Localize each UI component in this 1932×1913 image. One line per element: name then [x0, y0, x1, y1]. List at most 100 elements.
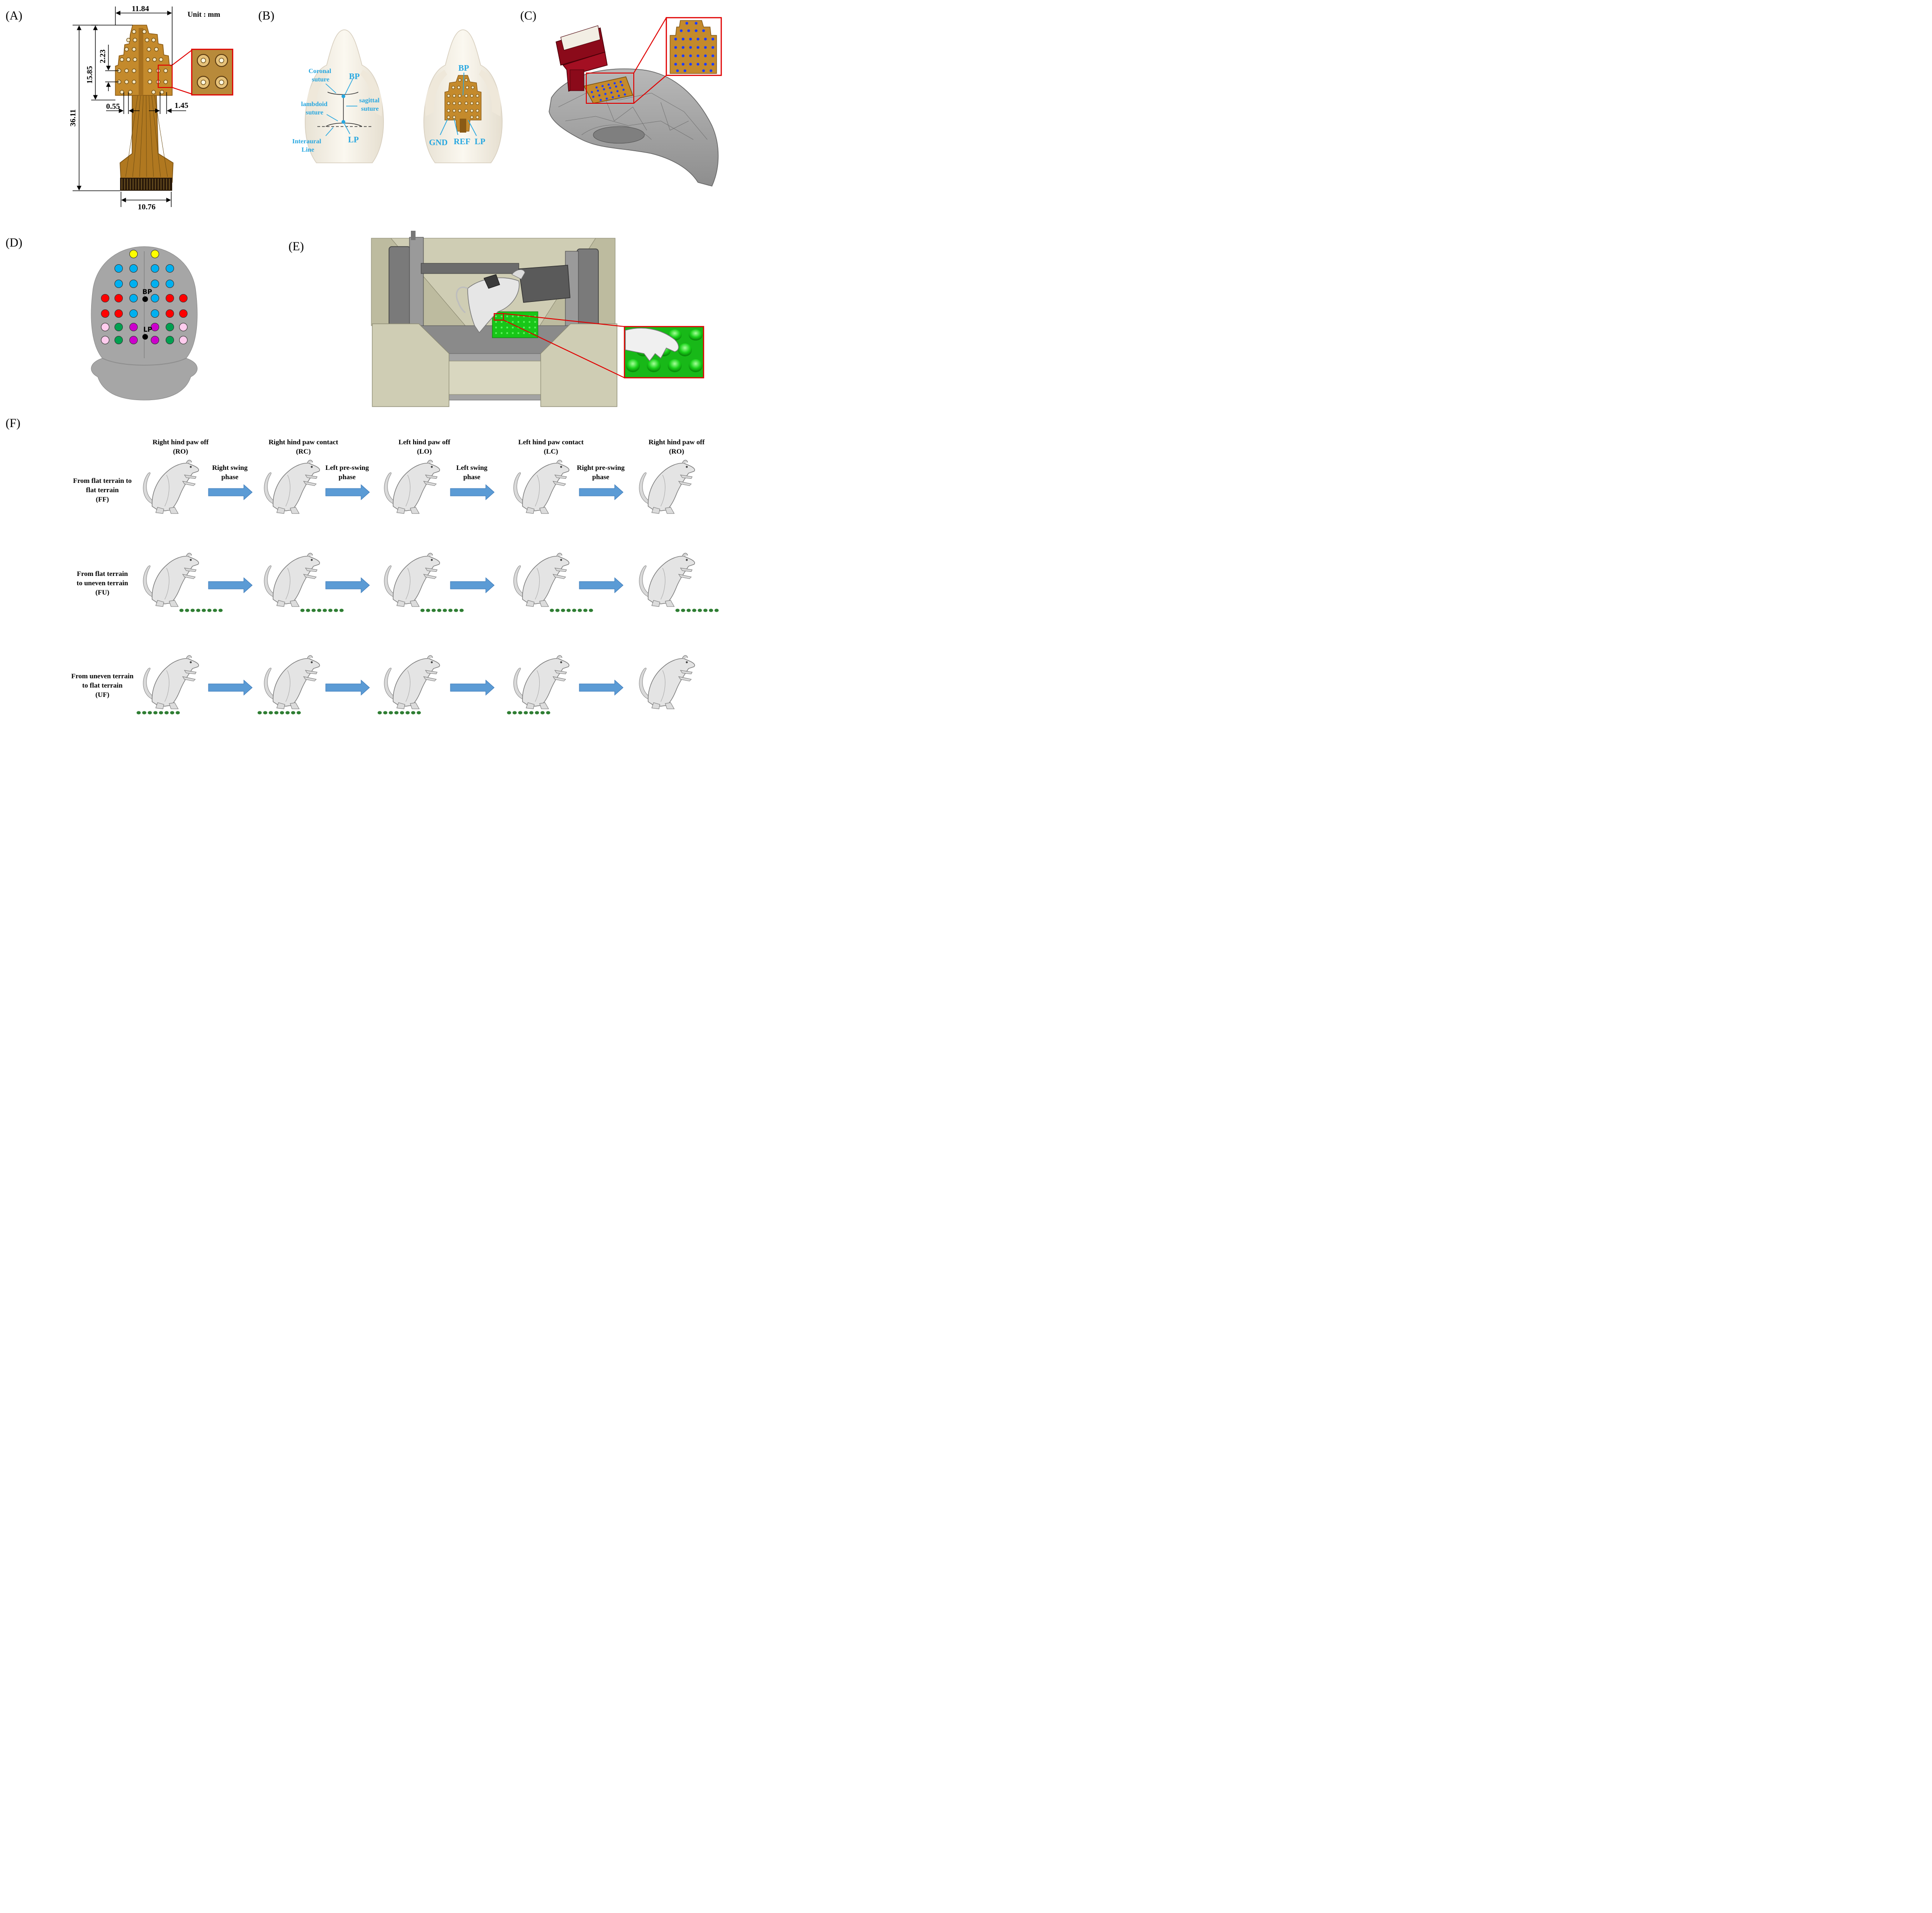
- uneven-ground-bumps: [377, 711, 421, 715]
- rat-pose: [264, 460, 320, 514]
- rat-pose: [384, 460, 440, 514]
- phase-suffix: phase: [221, 474, 239, 481]
- electrode-dot-yellow: [151, 250, 159, 258]
- event-code: (RO): [669, 448, 684, 455]
- transition-arrow: [208, 577, 253, 594]
- rat-pose: [264, 553, 320, 607]
- electrode-dot-blue: [129, 309, 138, 318]
- transition-arrow: [208, 484, 253, 501]
- electrode-dot-red: [101, 294, 109, 302]
- label-bp-right: BP: [458, 63, 469, 73]
- electrode-dot-pink: [179, 323, 188, 331]
- uneven-ground-bumps: [420, 609, 464, 612]
- inset-source-box: [586, 73, 634, 104]
- electrode-dot-blue: [151, 280, 159, 288]
- dim-spacing: 1.45: [174, 101, 188, 110]
- transition-arrow: [579, 679, 624, 696]
- label-lambdoid-suture: suture: [306, 109, 323, 116]
- dim-width-top: 11.84: [132, 4, 149, 13]
- rat-pose: [384, 553, 440, 607]
- rat-pose: [143, 460, 199, 514]
- lp-point: [142, 334, 148, 340]
- label-bp-left: BP: [349, 72, 360, 81]
- electrode-map: [101, 250, 188, 344]
- event-name: Right hind paw contact: [268, 439, 338, 446]
- transition-arrow: [325, 679, 370, 696]
- event-name: Left hind paw off: [398, 439, 450, 446]
- dim-total-length: 36.11: [68, 109, 77, 127]
- electrode-dot-blue: [166, 264, 174, 273]
- row-label-line: From flat terrain: [77, 570, 128, 578]
- electrode-dot-green: [114, 336, 123, 344]
- transition-arrow: [450, 577, 495, 594]
- panel-c: (C): [520, 9, 722, 187]
- phase-suffix: phase: [339, 474, 356, 481]
- electrode-dot-yellow: [129, 250, 138, 258]
- phase-name: Left swing: [456, 464, 488, 472]
- connector-pins: [120, 178, 172, 191]
- right-wheel: [577, 248, 599, 331]
- transition-arrow: [450, 484, 495, 501]
- row-label-line: From uneven terrain: [71, 673, 134, 680]
- electrode-dot-green: [166, 336, 174, 344]
- map-label-bp: BP: [142, 288, 152, 296]
- electrode-dot-blue: [114, 264, 123, 273]
- event-name: Left hind paw contact: [518, 439, 584, 446]
- rat-pose: [639, 655, 695, 709]
- map-label-lp: LP: [143, 326, 152, 334]
- dim-connector-width: 10.76: [138, 202, 155, 211]
- uneven-ground-bumps: [300, 609, 344, 612]
- panel-a-letter: (A): [6, 9, 22, 22]
- dim-pitch: 2.23: [98, 49, 107, 63]
- transition-arrow: [579, 577, 624, 594]
- electrode-dot-pink: [101, 336, 109, 344]
- bp-point: [142, 296, 148, 302]
- uneven-ground-bumps: [550, 609, 593, 612]
- row-label-line: (UF): [95, 691, 109, 699]
- phase-suffix: phase: [592, 474, 610, 481]
- uneven-ground-bumps: [257, 711, 301, 715]
- rat-pose: [513, 655, 570, 709]
- phase-name: Right swing: [212, 464, 248, 472]
- label-ref: REF: [454, 137, 470, 146]
- panel-a: (A) Unit : mm: [6, 4, 234, 211]
- label-sagittal: sagittal: [359, 97, 380, 104]
- electrode-dot-red: [179, 294, 188, 302]
- rat-pose: [143, 655, 199, 709]
- electrode-dot-green: [166, 323, 174, 331]
- event-name: Right hind paw off: [649, 439, 705, 446]
- panel-b: (B) Coronal suture BP sagittal suture: [258, 9, 503, 163]
- transition-arrow: [579, 484, 624, 501]
- uneven-terrain-plate: [492, 311, 538, 338]
- row-label-line: (FU): [95, 589, 109, 596]
- electrode-dot-blue: [151, 264, 159, 273]
- rat-pose: [513, 460, 570, 514]
- panel-e-letter: (E): [288, 240, 304, 253]
- electrode-dot-blue: [151, 294, 159, 302]
- electrode-dot-pink: [101, 323, 109, 331]
- panel-f: (F) Right hind paw off(RO)Right hind paw…: [6, 416, 719, 715]
- event-code: (RO): [173, 448, 188, 455]
- rat-pose: [264, 655, 320, 709]
- electrode-dot-blue: [129, 280, 138, 288]
- label-lp-left: LP: [348, 135, 359, 144]
- rat-pose: [639, 553, 695, 607]
- panel-e: (E): [288, 231, 704, 407]
- event-code: (RC): [296, 448, 311, 455]
- label-interaural-line: Line: [302, 147, 314, 154]
- phase-suffix: phase: [463, 474, 481, 481]
- panel-d-letter: (D): [6, 236, 22, 249]
- electrode-dot-red: [114, 294, 123, 302]
- unit-label: Unit : mm: [188, 11, 221, 19]
- event-code: (LC): [544, 448, 558, 455]
- electrode-dot-red: [166, 309, 174, 318]
- rat-pose: [513, 553, 570, 607]
- electrode-dot-blue: [129, 264, 138, 273]
- electrode-dot-red: [179, 309, 188, 318]
- dim-array-length: 15.85: [85, 66, 94, 84]
- transition-arrow: [325, 577, 370, 594]
